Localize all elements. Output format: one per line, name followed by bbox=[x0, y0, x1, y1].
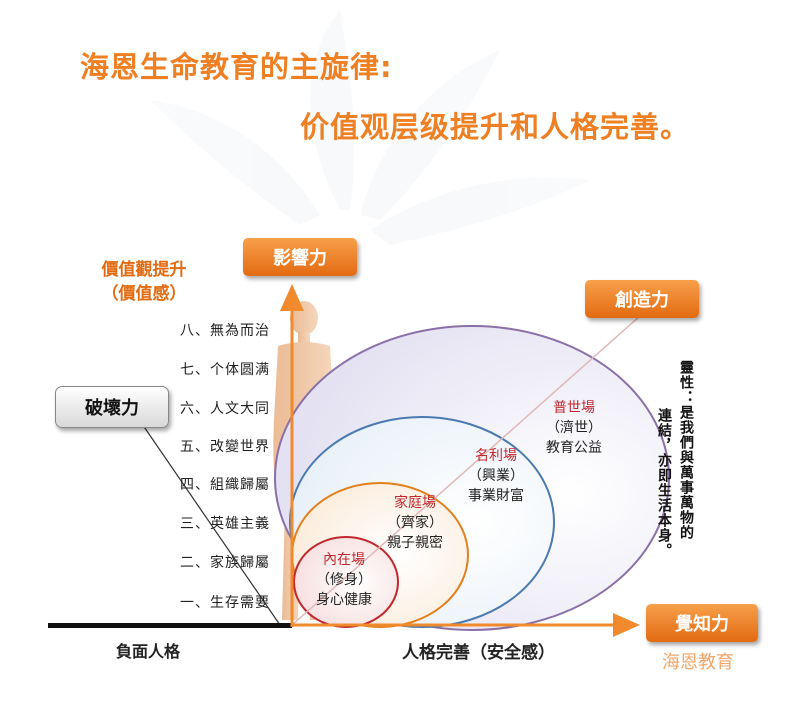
level-5: 五、改變世界 bbox=[180, 439, 270, 455]
level-4: 四、組織歸屬 bbox=[180, 477, 270, 493]
zone-desc-inner: 身心健康 bbox=[316, 592, 372, 608]
level-7: 七、个体圆满 bbox=[180, 362, 270, 378]
zone-desc-family: 親子親密 bbox=[387, 535, 443, 551]
level-6: 六、人文大同 bbox=[180, 401, 270, 417]
negative-axis-bar bbox=[48, 623, 292, 628]
y-axis-title-line1: 價值觀提升 bbox=[101, 260, 187, 280]
zone-sub-inner: （修身） bbox=[316, 572, 372, 588]
level-1: 一、生存需要 bbox=[180, 595, 270, 611]
background-watermark bbox=[150, 10, 590, 245]
title-line-2: 价值观层级提升和人格完善。 bbox=[300, 110, 691, 144]
awareness-tag: 覺知力 bbox=[646, 604, 758, 642]
destructive-tag: 破壞力 bbox=[55, 386, 169, 428]
zone-desc-career: 事業財富 bbox=[468, 488, 524, 504]
creativity-pointer-line bbox=[291, 315, 641, 626]
level-3: 三、英雄主義 bbox=[180, 516, 270, 532]
zone-name-family: 家庭場 bbox=[394, 495, 436, 511]
level-2: 二、家族歸屬 bbox=[180, 555, 270, 571]
zone-name-inner: 內在場 bbox=[323, 552, 365, 568]
zone-circle-inner bbox=[293, 536, 399, 628]
influence-tag: 影響力 bbox=[243, 238, 357, 276]
title-line-1: 海恩生命教育的主旋律: bbox=[80, 50, 393, 84]
brand-logo-text: 海恩教育 bbox=[662, 652, 734, 673]
zone-sub-universal: （濟世） bbox=[546, 420, 602, 436]
negative-personality-label: 負面人格 bbox=[116, 642, 181, 661]
zone-name-career: 名利場 bbox=[475, 448, 517, 464]
zone-label-universal: 普世場 （濟世） 教育公益 bbox=[546, 398, 602, 458]
spirituality-note-col2: 連結，亦即生活本身。 bbox=[656, 408, 672, 558]
zone-label-career: 名利場 （興業） 事業財富 bbox=[468, 446, 524, 506]
y-axis-title: 價值觀提升 （價值感） bbox=[84, 258, 204, 306]
level-8: 八、無為而治 bbox=[180, 323, 270, 339]
zone-label-family: 家庭場 （齊家） 親子親密 bbox=[387, 493, 443, 553]
destructive-pointer-line bbox=[137, 417, 281, 626]
creativity-tag: 創造力 bbox=[585, 280, 699, 318]
zone-desc-universal: 教育公益 bbox=[546, 440, 602, 456]
spirituality-note-col1: 靈性：是我們與萬事萬物的 bbox=[678, 360, 694, 540]
zone-label-inner: 內在場 （修身） 身心健康 bbox=[316, 550, 372, 610]
x-axis-title: 人格完善（安全感） bbox=[402, 643, 555, 663]
zone-sub-family: （齊家） bbox=[387, 515, 443, 531]
zone-name-universal: 普世場 bbox=[553, 400, 595, 416]
zone-sub-career: （興業） bbox=[468, 468, 524, 484]
y-axis-title-line2: （價值感） bbox=[101, 284, 187, 304]
